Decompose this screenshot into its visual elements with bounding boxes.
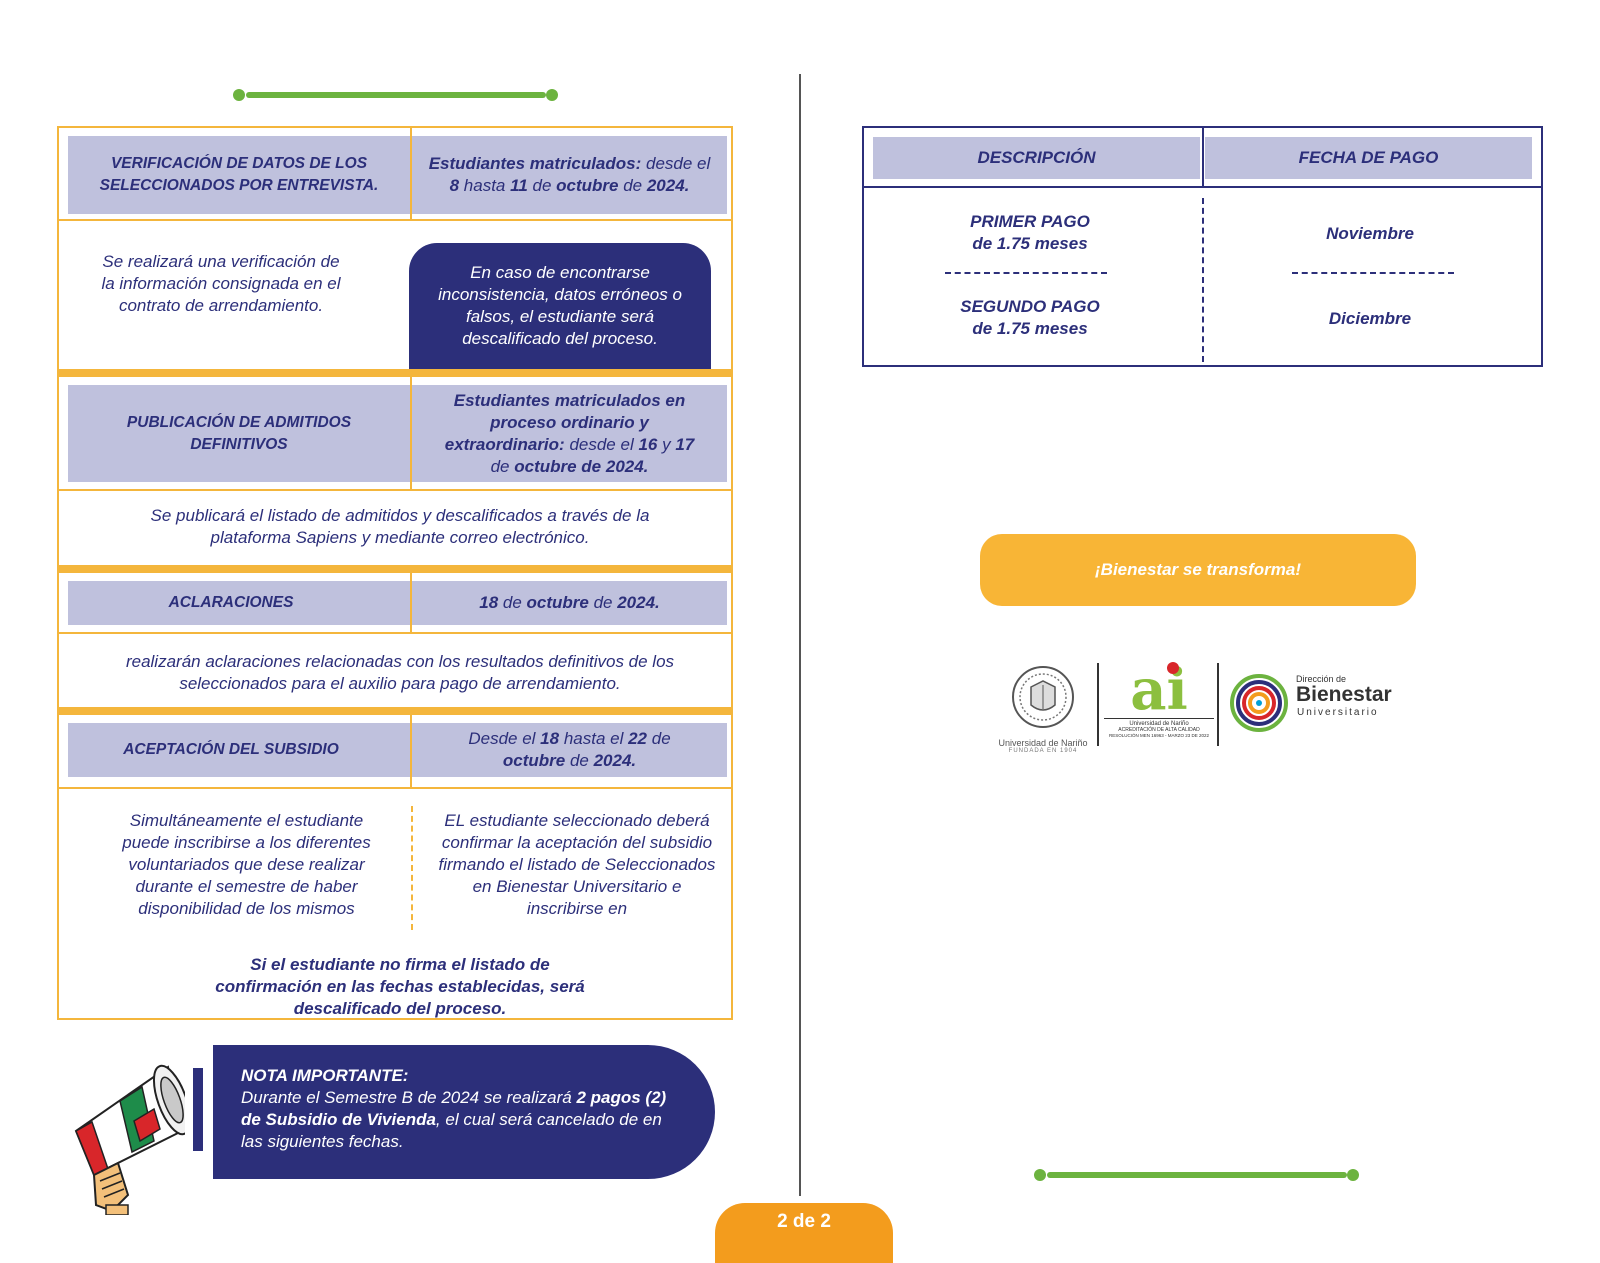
row3-header-divider — [410, 573, 412, 632]
row-separator-3 — [57, 707, 733, 715]
header-divider — [1202, 127, 1204, 187]
row2-label-text: PUBLICACIÓN DE ADMITIDOS DEFINITIVOS — [126, 413, 352, 453]
row-separator-2 — [57, 565, 733, 573]
udenar-logo: Universidad de Nariño FUNDADA EN 1904 — [997, 663, 1089, 754]
page-indicator: 2 de 2 — [715, 1203, 893, 1263]
row1-warning-box: En caso de encontrarse inconsistencia, d… — [409, 243, 711, 369]
connector-dot-left-bottom — [1034, 1169, 1046, 1181]
row4-body-left: Simultáneamente el estudiante puede insc… — [122, 811, 371, 918]
row2-date: Estudiantes matriculados en proceso ordi… — [412, 385, 727, 482]
note-accent-bar — [193, 1068, 203, 1151]
row3-header-rule — [58, 632, 732, 634]
connector-bar-bottom — [1047, 1172, 1347, 1178]
row4-date-text: Desde el 18 hasta el 22 de octubre de 20… — [468, 729, 671, 770]
payment-row-2-description: SEGUNDO PAGO de 1.75 meses — [960, 297, 1100, 338]
row3-date-text: 18 de octubre de 2024. — [479, 593, 660, 612]
note-title: NOTA IMPORTANTE: — [241, 1066, 409, 1085]
row1-date: Estudiantes matriculados: desde el 8 has… — [412, 136, 727, 214]
row4-date: Desde el 18 hasta el 22 de octubre de 20… — [412, 723, 727, 777]
connector-dot-right — [546, 89, 558, 101]
column-dashed-divider — [1202, 198, 1204, 362]
note-text: Durante el Semestre B de 2024 se realiza… — [241, 1088, 667, 1151]
accreditation-caption: Universidad de Nariño — [1104, 718, 1214, 727]
header-descripcion: DESCRIPCIÓN — [873, 137, 1200, 179]
row2-body: Se publicará el listado de admitidos y d… — [150, 506, 650, 547]
row1-label: VERIFICACIÓN DE DATOS DE LOS SELECCIONAD… — [68, 136, 410, 214]
logo-separator-2 — [1217, 663, 1219, 746]
bienestar-main: Bienestar — [1296, 683, 1392, 706]
row2-header-divider — [410, 377, 412, 489]
payment-row-2-date: Diciembre — [1328, 309, 1412, 328]
accreditation-line1: ACREDITACIÓN DE ALTA CALIDAD — [1118, 727, 1200, 733]
row1-date-text: Estudiantes matriculados: desde el 8 has… — [428, 154, 711, 195]
bienestar-spiral-icon — [1230, 674, 1288, 732]
note-box: NOTA IMPORTANTE: Durante el Semestre B d… — [213, 1045, 715, 1179]
bienestar-logo: Dirección de Bienestar Universitario — [1228, 674, 1408, 734]
row3-date: 18 de octubre de 2024. — [412, 581, 727, 625]
row2-date-text: Estudiantes matriculados en proceso ordi… — [444, 390, 695, 476]
bienestar-small: Dirección de — [1296, 674, 1347, 684]
bienestar-sub: Universitario — [1297, 707, 1379, 718]
udenar-seal-icon — [1012, 666, 1074, 728]
row1-label-text: VERIFICACIÓN DE DATOS DE LOS SELECCIONAD… — [99, 155, 379, 194]
row2-label: PUBLICACIÓN DE ADMITIDOS DEFINITIVOS — [68, 385, 410, 482]
logo-separator-1 — [1097, 663, 1099, 746]
connector-bar — [246, 92, 546, 98]
header-rule — [863, 186, 1542, 188]
row4-label-text: ACEPTACIÓN DEL SUBSIDIO — [123, 741, 339, 758]
row1-warning-text: En caso de encontrarse inconsistencia, d… — [438, 263, 682, 348]
connector-dot-right-bottom — [1347, 1169, 1359, 1181]
row1-header-rule — [58, 219, 732, 221]
row1-header-divider — [410, 127, 412, 220]
row-separator-1 — [57, 369, 733, 377]
row4-header-rule — [58, 787, 732, 789]
row4-label: ACEPTACIÓN DEL SUBSIDIO — [68, 723, 410, 777]
accreditation-line2: RESOLUCIÓN MEN 16963 - MARZO 23 DE 2022 — [1108, 733, 1210, 738]
row3-label-text: ACLARACIONES — [168, 594, 294, 611]
page-divider — [799, 74, 801, 1196]
header-fecha-de-pago: FECHA DE PAGO — [1205, 137, 1532, 179]
payment-row-1-description: PRIMER PAGO de 1.75 meses — [970, 212, 1090, 253]
row4-body-right: EL estudiante seleccionado deberá confir… — [438, 811, 716, 918]
row3-label: ACLARACIONES — [68, 581, 410, 625]
row1-body-left: Se realizará una verificación de la info… — [101, 252, 341, 315]
accreditation-logo: ai Universidad de Nariño ACREDITACIÓN DE… — [1104, 662, 1214, 748]
slogan-banner: ¡Bienestar se transforma! — [980, 534, 1416, 606]
row4-body-dashed-divider — [411, 806, 413, 930]
connector-dot-left — [233, 89, 245, 101]
udenar-name: Universidad de Nariño — [998, 738, 1088, 748]
megaphone-icon — [50, 1045, 192, 1216]
accreditation-brand: ai — [1130, 657, 1188, 723]
row4-warning: Si el estudiante no firma el listado de … — [215, 955, 585, 1018]
row-dashed-rule-right — [1292, 272, 1454, 274]
row4-header-divider — [410, 715, 412, 787]
row3-body: realizarán aclaraciones relacionadas con… — [125, 652, 675, 693]
accreditation-dot-icon — [1167, 662, 1179, 674]
schedule-frame — [57, 126, 733, 1020]
row2-header-rule — [58, 489, 732, 491]
row-dashed-rule-left — [945, 272, 1107, 274]
udenar-tag: FUNDADA EN 1904 — [1008, 748, 1078, 754]
accreditation-mark: ai — [1104, 662, 1214, 718]
payment-row-1-date: Noviembre — [1326, 224, 1414, 243]
